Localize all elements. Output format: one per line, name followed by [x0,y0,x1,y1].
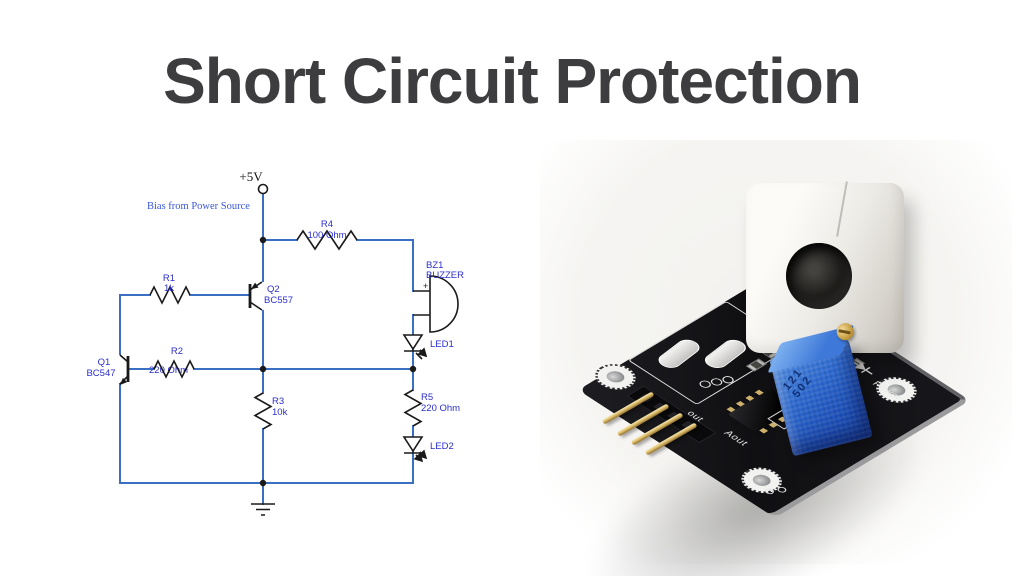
q1-ref: Q1 [98,357,111,368]
ground-symbol [251,503,275,516]
module-photo: out Aout Power + 121 502 [538,140,1012,576]
led2: LED2 [402,436,454,463]
sensor-seam [835,181,848,237]
mounting-hole [867,372,926,408]
r3-value: 10k [272,407,288,418]
sensor-hole [786,243,852,309]
transistor-q1: Q1 BC547 [86,354,130,385]
diode-silkscreen-icon [842,357,878,380]
transistor-q2: Q2 BC557 [248,281,293,311]
r1-ref: R1 [163,273,175,284]
q2-ref: Q2 [267,284,280,295]
junction-dots [259,236,417,487]
buzzer-ref: BZ1 [426,260,443,271]
wires [119,193,414,505]
buzzer-polarity: + [423,281,428,291]
mounting-hole [732,462,791,499]
silk-label-aout: Aout [721,429,751,448]
q1-value: BC547 [86,368,115,379]
r5-value: 220 Ohm [421,403,460,414]
buzzer-bz1: + BZ1 BUZZER [413,260,464,333]
r1-value: 1k [164,283,174,294]
led1: LED1 [402,334,454,359]
supply-label: +5V [239,169,263,184]
r2-ref: R2 [171,346,183,357]
trimpot-markings: 121 502 [781,366,815,400]
circuit-schematic: +5V Bias from Power Source 220 Ohm Q1 BC… [86,169,464,516]
r5-ref: R5 [421,392,433,403]
via-dot [775,485,789,494]
page-title: Short Circuit Protection [163,45,862,117]
led2-ref: LED2 [430,441,454,452]
current-sensor-block [746,181,904,353]
resistor-labels: R1 1k R2 R4 100 Ohm R3 10k R5 220 Ohm [163,219,460,418]
bias-note: Bias from Power Source [147,201,250,212]
resistor-symbols [149,229,423,430]
r4-ref: R4 [321,219,333,230]
r4-value: 100 Ohm [307,230,346,241]
q2-value: BC557 [264,295,293,306]
pcb-board: out Aout Power + [578,272,971,518]
led1-ref: LED1 [430,339,454,350]
power-terminal: +5V [239,169,269,195]
r3-ref: R3 [272,396,284,407]
buzzer-value: BUZZER [426,270,464,281]
